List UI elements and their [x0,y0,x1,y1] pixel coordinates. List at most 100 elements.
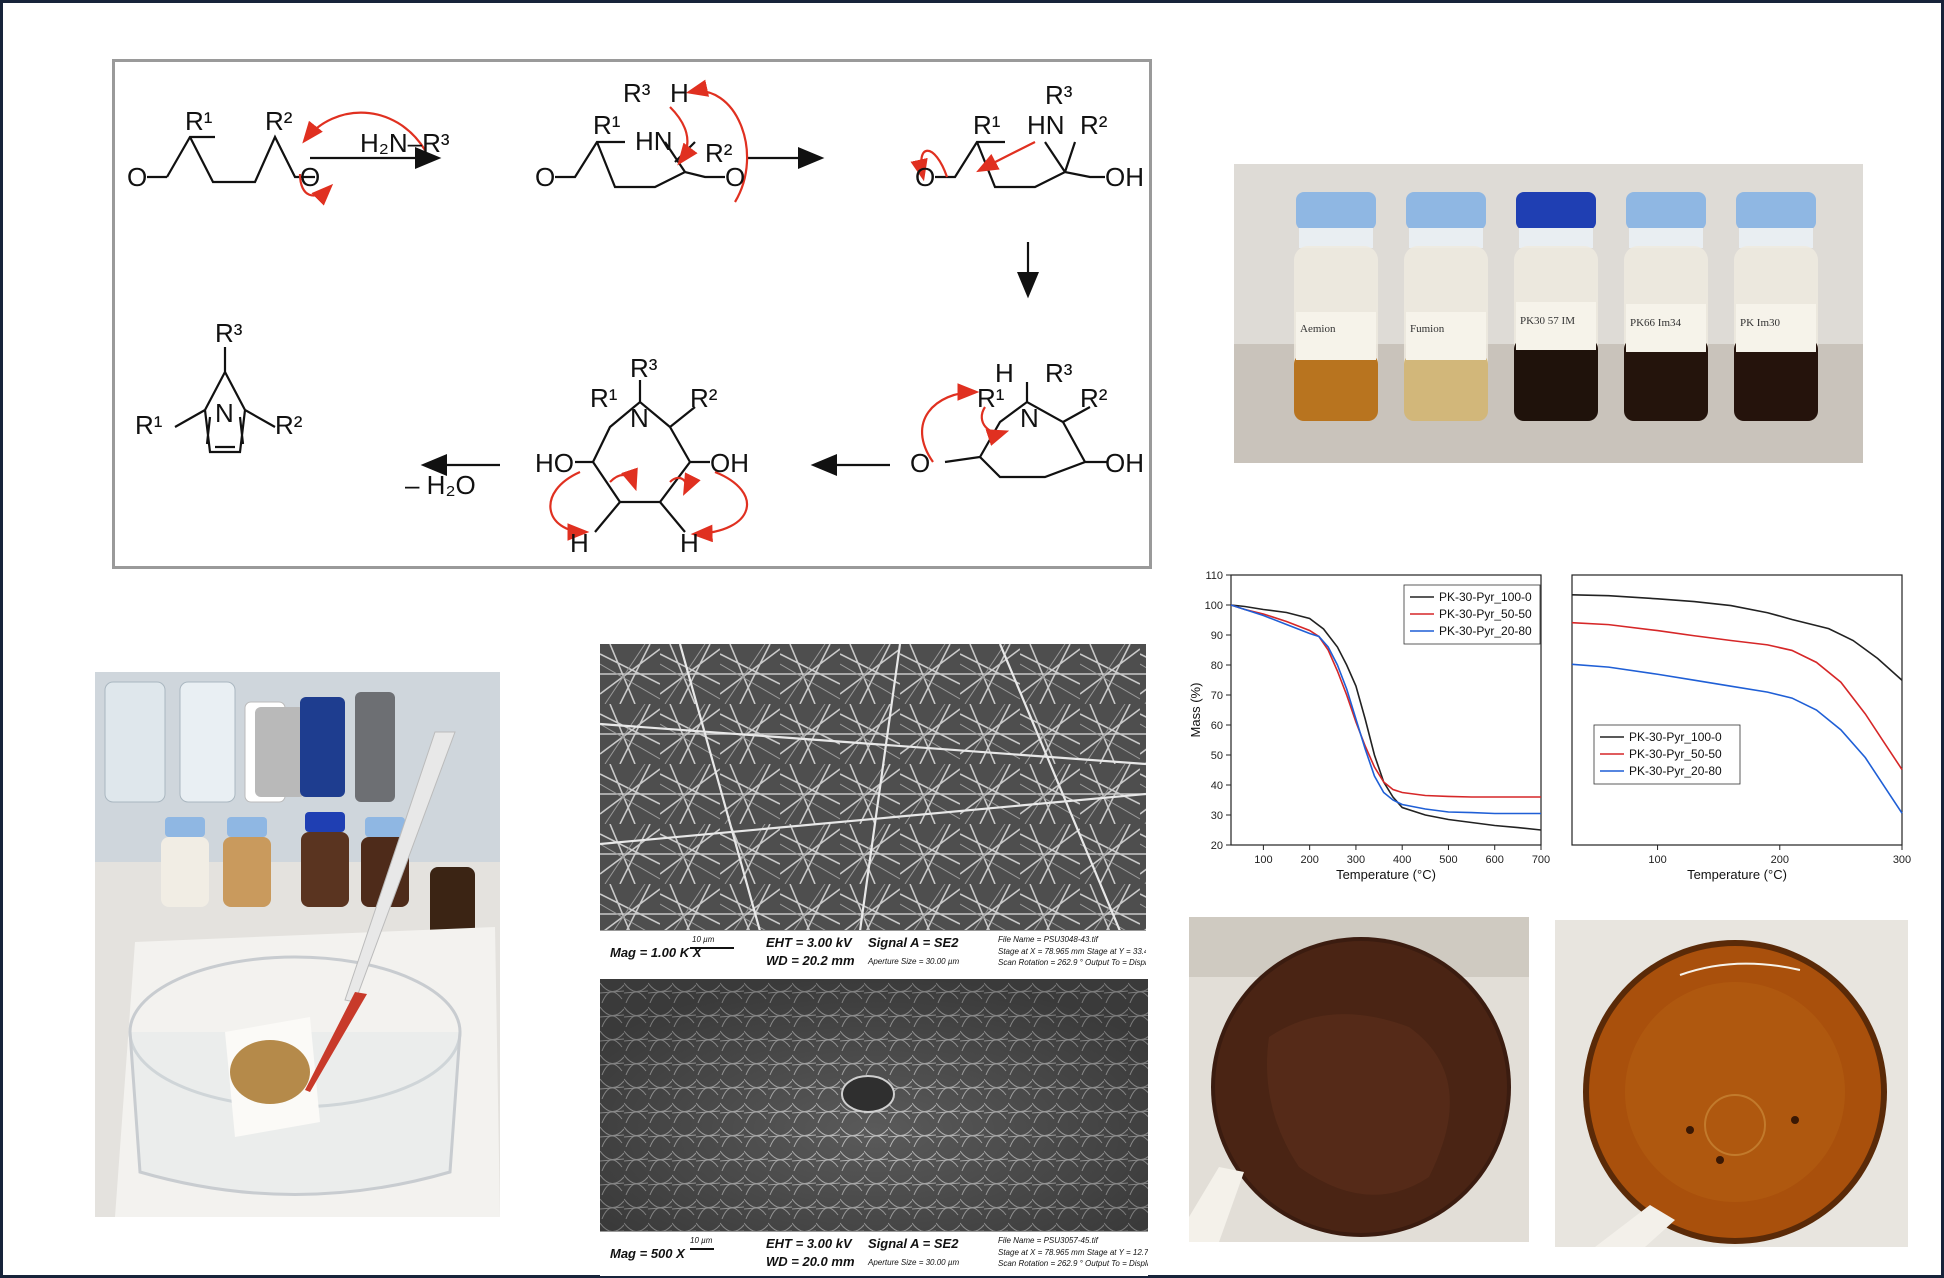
label-r3: R³ [1045,358,1073,388]
x-tick-label: 200 [1300,854,1318,866]
label-r2: R² [1080,383,1108,413]
sem-stage: Stage at X = 78.965 mm Stage at Y = 33.4… [998,947,1146,956]
series-line-3 [1571,663,1903,814]
label-r1: R¹ [185,106,213,136]
label-r1: R¹ [135,410,163,440]
label-h: H [670,78,689,108]
x-tick-label: 300 [1347,854,1365,866]
sem-scale: 10 µm [692,935,715,944]
sem-scan: Scan Rotation = 262.9 ° Output To = Disp… [998,1259,1148,1268]
label-r1: R¹ [593,110,621,140]
vial-2: Fumion [1404,192,1488,421]
label-r1: R¹ [973,110,1001,140]
label-o: O [535,162,555,192]
y-tick-label: 80 [1211,660,1223,672]
legend-label: PK-30-Pyr_20-80 [1439,624,1532,638]
x-axis-label: Temperature (°C) [1336,867,1436,882]
y-tick-label: 50 [1211,750,1223,762]
vials-group: Aemion Fumion PK30 57 IM [1294,192,1818,421]
sem-eht: EHT = 3.00 kV [766,935,852,950]
label-oh: OH [1105,448,1144,478]
y-axis-label: Mass (%) [1188,683,1203,738]
y-tick-label: 90 [1211,630,1223,642]
x-tick-label: 600 [1486,854,1504,866]
label-r1: R¹ [590,383,618,413]
sem-eht: EHT = 3.00 kV [766,1236,852,1251]
sem-mag: Mag = 500 X [610,1246,685,1261]
label-o: O [915,162,935,192]
x-tick-label: 100 [1648,854,1666,866]
vial-2-label: Fumion [1410,323,1445,335]
x-tick-label: 300 [1893,854,1911,866]
sem-mag: Mag = 1.00 K X [610,945,702,960]
y-tick-label: 70 [1211,690,1223,702]
label-r3: R³ [215,318,243,348]
legend-label: PK-30-Pyr_100-0 [1439,590,1532,604]
sem-scale-bar [690,947,734,949]
legend-label: PK-30-Pyr_20-80 [1629,764,1722,778]
label-h: H [570,528,589,558]
sem-file: File Name = PSU3048-43.tif [998,935,1098,944]
label-hn: HN [635,126,673,156]
label-r3: R³ [623,78,651,108]
series-line-1 [1230,604,1542,831]
label-r2: R² [1080,110,1108,140]
sem-wd: WD = 20.0 mm [766,1254,855,1269]
label-oh: OH [1105,162,1144,192]
vials-photo: Aemion Fumion PK30 57 IM [1234,164,1863,463]
y-tick-label: 40 [1211,780,1223,792]
sem-image-bottom: Mag = 500 X 10 µm EHT = 3.00 kV WD = 20.… [600,979,1148,1276]
membrane-photo-amber [1555,920,1908,1247]
legend-label: PK-30-Pyr_50-50 [1439,607,1532,621]
label-h: H [995,358,1014,388]
series-line-3 [1230,604,1541,815]
label-r2: R² [275,410,303,440]
sem-aperture: Aperture Size = 30.00 µm [868,957,960,966]
vial-3-label: PK30 57 IM [1520,315,1575,327]
y-tick-label: 100 [1205,600,1223,612]
sem-scan: Scan Rotation = 262.9 ° Output To = Disp… [998,958,1146,967]
x-tick-label: 200 [1771,854,1789,866]
label-n: N [630,403,649,433]
sem-scale: 10 µm [690,1236,713,1245]
label-h: H [680,528,699,558]
vial-1-label: Aemion [1300,323,1336,335]
reagent-label: H₂N–R³ [360,128,450,158]
sem-wd: WD = 20.2 mm [766,953,855,968]
y-tick-label: 20 [1211,840,1223,852]
label-oh: OH [710,448,749,478]
label-o: O [910,448,930,478]
vial-5-label: PK Im30 [1740,317,1781,329]
label-r3: R³ [630,353,658,383]
y-tick-label: 110 [1205,570,1223,582]
legend-label: PK-30-Pyr_50-50 [1629,747,1722,761]
x-axis-label: Temperature (°C) [1687,867,1787,882]
label-n: N [1020,403,1039,433]
sem-scale-bar [690,1248,714,1250]
vial-5: PK Im30 [1734,192,1818,421]
label-r2: R² [690,383,718,413]
label-r1: R¹ [977,383,1005,413]
series-line-2 [1571,621,1903,770]
plot-area [1571,574,1903,846]
elimination-label: – H₂O [405,470,476,500]
label-o: O [300,162,320,192]
label-o: O [127,162,147,192]
x-tick-label: 400 [1393,854,1411,866]
vial-3: PK30 57 IM [1514,192,1598,421]
y-tick-label: 60 [1211,720,1223,732]
sem-info-bar: Mag = 500 X 10 µm EHT = 3.00 kV WD = 20.… [600,1231,1148,1276]
vial-1: Aemion [1294,192,1378,421]
membrane-casting-photo [95,672,500,1217]
legend-label: PK-30-Pyr_100-0 [1629,730,1722,744]
label-hn: HN [1027,110,1065,140]
vial-4-label: PK66 Im34 [1630,317,1682,329]
sem-file: File Name = PSU3057-45.tif [998,1236,1098,1245]
x-tick-label: 100 [1254,854,1272,866]
sem-image-top: Mag = 1.00 K X 10 µm EHT = 3.00 kV WD = … [600,644,1146,975]
x-tick-label: 500 [1439,854,1457,866]
vial-4: PK66 Im34 [1624,192,1708,421]
